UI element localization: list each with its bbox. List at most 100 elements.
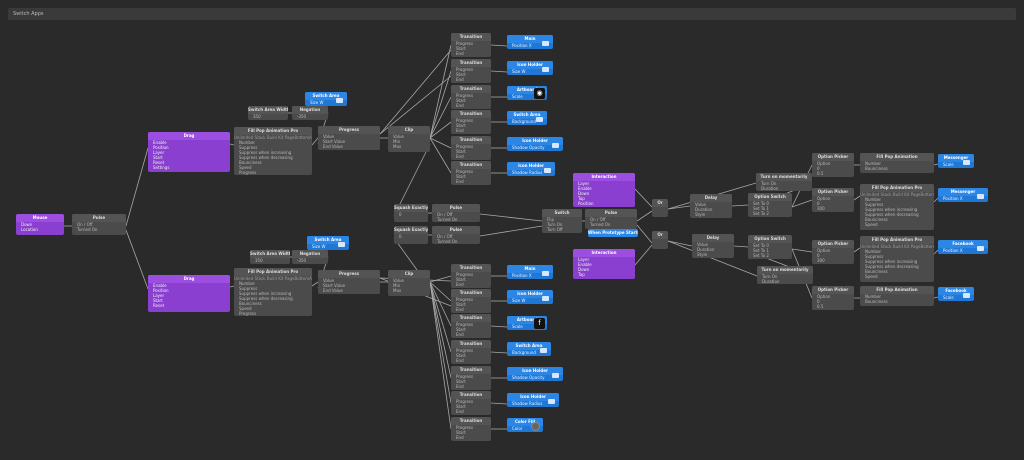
- patch-port[interactable]: End Value: [323, 288, 343, 293]
- patch-port[interactable]: Value: [393, 278, 404, 283]
- patch-port[interactable]: Set To 0: [753, 243, 769, 248]
- patch-port[interactable]: Bounciness: [239, 160, 262, 165]
- patch-port[interactable]: Suppress: [865, 202, 884, 207]
- patch-port[interactable]: Position: [153, 145, 169, 150]
- patch-port[interactable]: Enable: [578, 262, 592, 267]
- patch-port[interactable]: Set To 1: [753, 206, 769, 211]
- patch-port[interactable]: Turn Off: [547, 227, 563, 232]
- patch-port[interactable]: Position: [578, 201, 594, 206]
- patch-port[interactable]: 300: [817, 206, 825, 211]
- patch-port[interactable]: Start: [456, 277, 466, 282]
- patch-port[interactable]: Suppress when increasing: [865, 259, 918, 264]
- patch-port[interactable]: Min: [393, 139, 401, 144]
- patch-port[interactable]: Start: [456, 123, 466, 128]
- patch-port[interactable]: Background: [512, 119, 536, 124]
- patch-port[interactable]: Start Value: [323, 139, 346, 144]
- patch-port[interactable]: End: [456, 154, 464, 159]
- patch-port[interactable]: Size W: [512, 69, 526, 74]
- patch-port[interactable]: 0: [399, 212, 402, 217]
- patch-port[interactable]: Option: [817, 196, 831, 201]
- patch-port[interactable]: Number: [865, 197, 882, 202]
- patch-port[interactable]: Reset: [153, 160, 165, 165]
- patch-port[interactable]: Position X: [943, 196, 963, 201]
- patch-port[interactable]: 0: [817, 201, 820, 206]
- patch-port[interactable]: Layer: [153, 150, 165, 155]
- patch-port[interactable]: Turned On: [77, 227, 98, 232]
- patch-port[interactable]: Progress: [456, 272, 474, 277]
- patch-port[interactable]: End: [456, 384, 464, 389]
- patch-port[interactable]: Progress: [456, 93, 474, 98]
- patch-port[interactable]: Turn On: [761, 181, 777, 186]
- patch-port[interactable]: End: [456, 435, 464, 440]
- patch-port[interactable]: Duration: [762, 279, 780, 284]
- patch-port[interactable]: Progress: [456, 399, 474, 404]
- patch-node-negation-bot[interactable]: Negation-350: [292, 250, 328, 264]
- patch-port[interactable]: Tap: [578, 196, 585, 201]
- patch-port[interactable]: Suppress when decreasing: [865, 212, 919, 217]
- patch-port[interactable]: Down: [578, 191, 590, 196]
- patch-port[interactable]: Start: [456, 149, 466, 154]
- patch-port[interactable]: Max: [393, 288, 402, 293]
- patch-port[interactable]: Progress: [456, 297, 474, 302]
- patch-port[interactable]: Speed: [865, 274, 878, 279]
- patch-port[interactable]: Duration: [697, 247, 715, 252]
- patch-port[interactable]: Bounciness: [865, 217, 888, 222]
- patch-port[interactable]: Start: [456, 430, 466, 435]
- patch-port[interactable]: Tap: [578, 272, 585, 277]
- patch-port[interactable]: Suppress when increasing: [865, 207, 918, 212]
- patch-port[interactable]: Progress: [456, 144, 474, 149]
- patch-port[interactable]: Start: [153, 298, 163, 303]
- patch-port[interactable]: Down: [21, 222, 33, 227]
- patch-port[interactable]: Speed: [239, 306, 252, 311]
- patch-port[interactable]: Color: [512, 426, 523, 431]
- patch-port[interactable]: 0: [817, 166, 820, 171]
- patch-port[interactable]: Enable: [153, 283, 167, 288]
- patch-port[interactable]: Turned On: [437, 239, 458, 244]
- patch-node-when-proto[interactable]: When Prototype Starts: [588, 229, 638, 237]
- patch-port[interactable]: Shadow Opacity: [512, 145, 545, 150]
- patch-port[interactable]: End: [456, 51, 464, 56]
- patch-port[interactable]: Start: [456, 72, 466, 77]
- patch-port[interactable]: Number: [865, 249, 882, 254]
- patch-port[interactable]: Size W: [512, 298, 526, 303]
- patch-port[interactable]: End Value: [323, 144, 343, 149]
- patch-port[interactable]: Duration: [695, 207, 713, 212]
- patch-port[interactable]: Option: [817, 248, 831, 253]
- patch-port[interactable]: -350: [297, 258, 307, 263]
- patch-port[interactable]: Position: [153, 288, 169, 293]
- patch-port[interactable]: End: [456, 103, 464, 108]
- patch-port[interactable]: 350: [255, 258, 263, 263]
- patch-port[interactable]: Number: [865, 161, 882, 166]
- patch-port[interactable]: Turn On: [762, 274, 778, 279]
- patch-port[interactable]: Position X: [512, 273, 532, 278]
